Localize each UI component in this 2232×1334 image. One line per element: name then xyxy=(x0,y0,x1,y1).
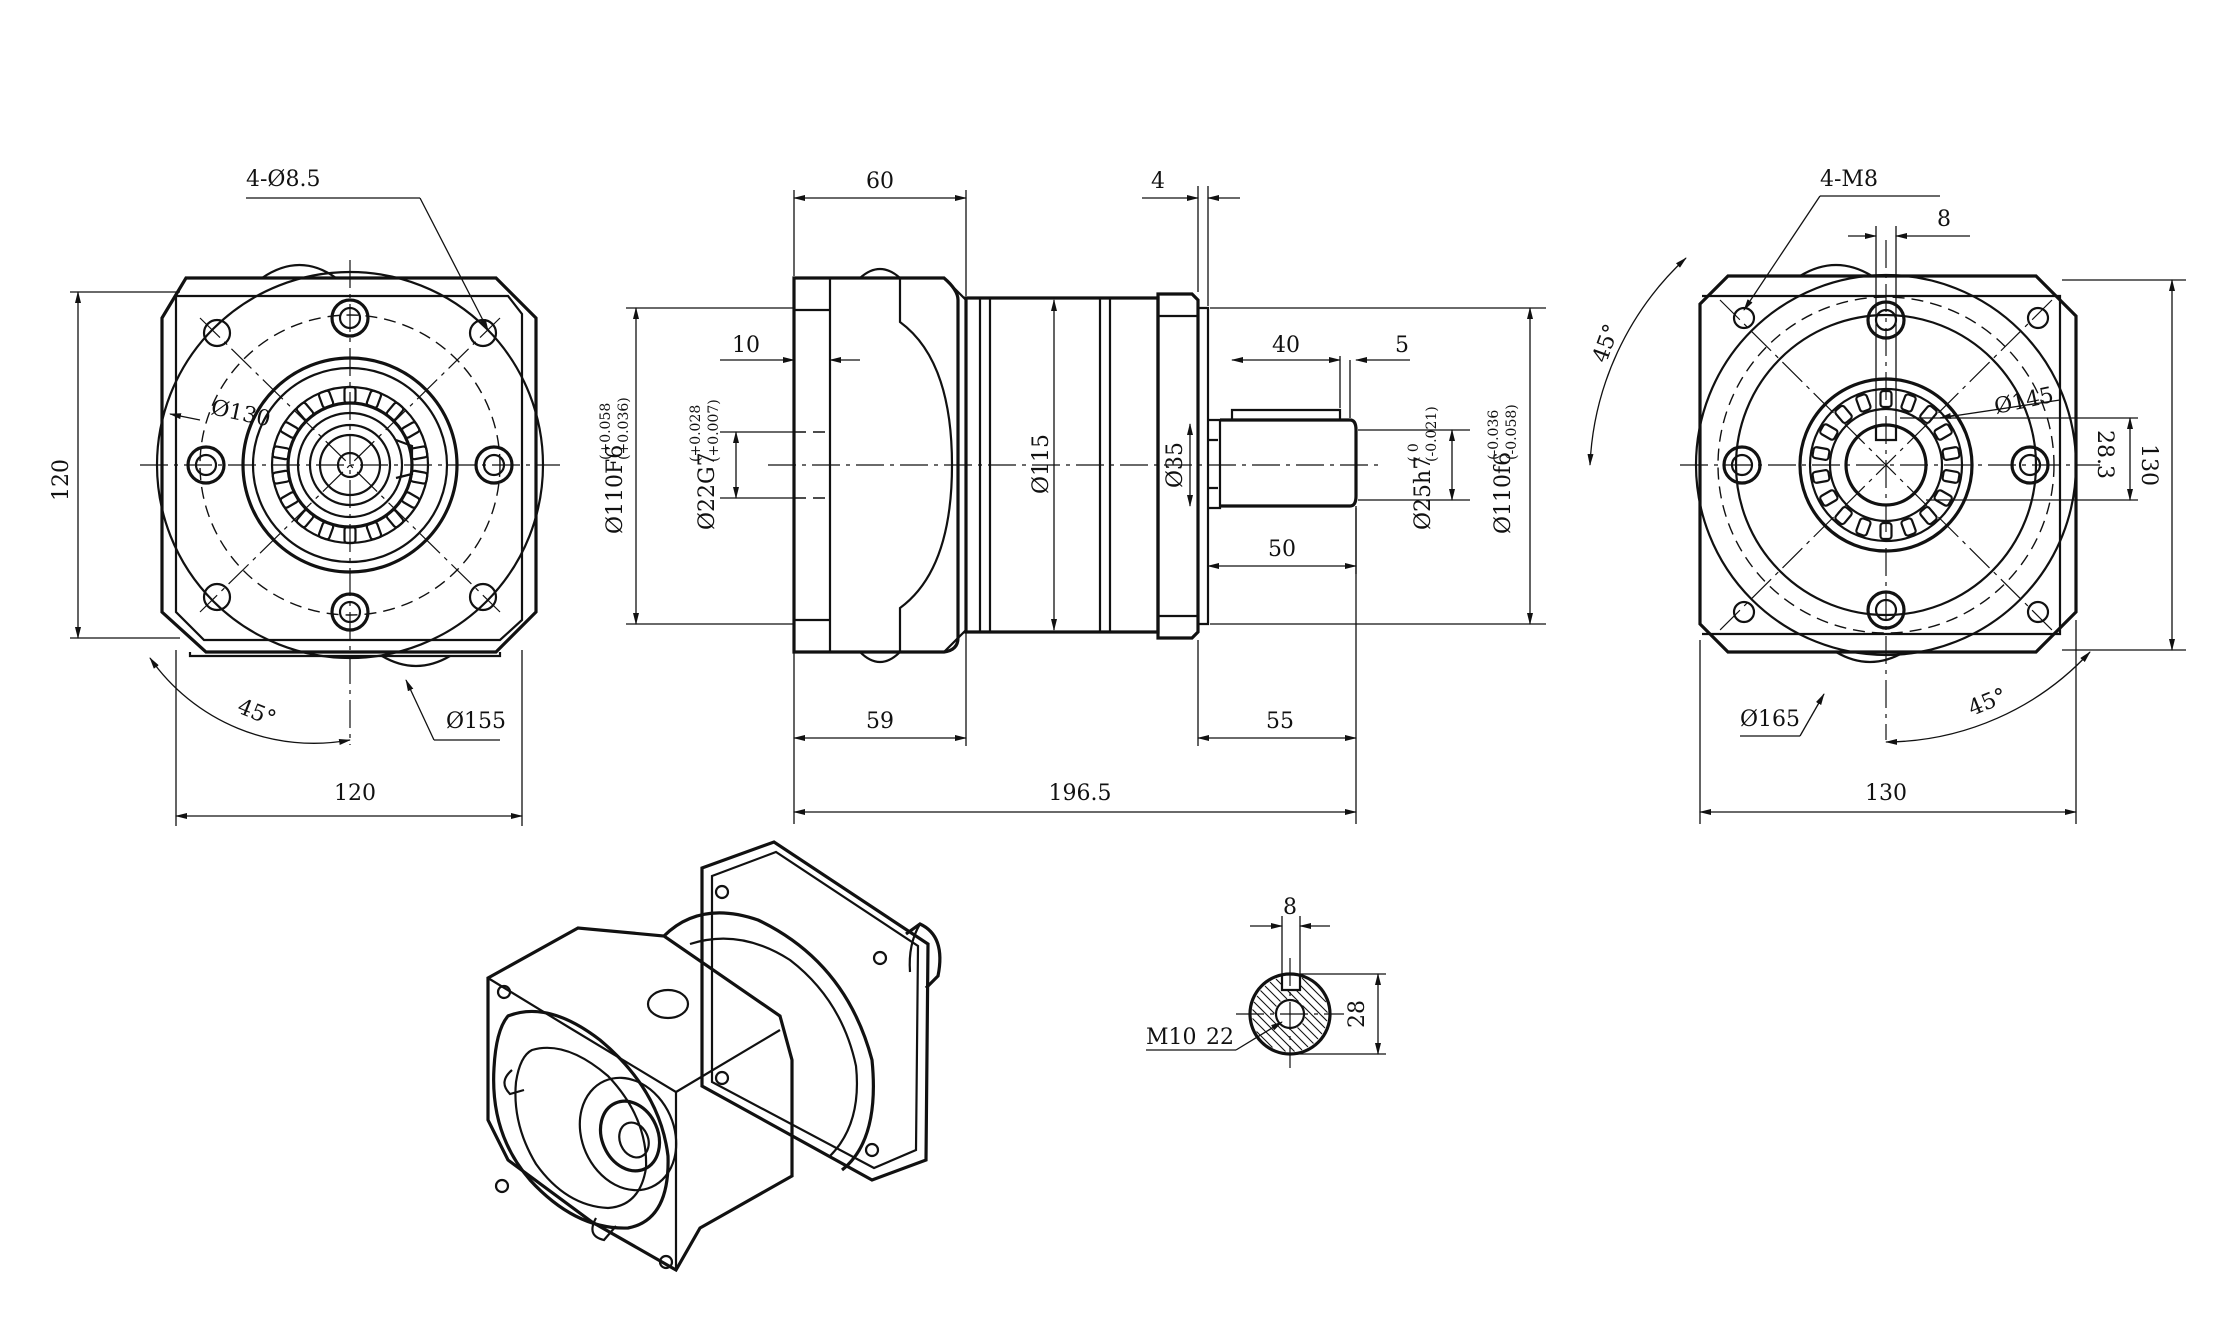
hatch-line xyxy=(1290,1029,1309,1048)
right-holes-label: 4-M8 xyxy=(1820,167,1878,192)
bearing-roller xyxy=(400,421,421,439)
bearing-roller xyxy=(1819,423,1839,441)
hatch-line xyxy=(1286,989,1299,1002)
bearing-roller xyxy=(1900,393,1917,413)
right-130v-label: 130 xyxy=(2136,444,2161,486)
bearing-roller xyxy=(385,509,405,529)
shaft-8-label: 8 xyxy=(1283,895,1297,920)
bearing-roller xyxy=(1933,489,1953,507)
shaft-tol-lower: (-0.021) xyxy=(1424,406,1440,462)
hatch-line xyxy=(1264,985,1281,1002)
bolt-head xyxy=(330,298,370,338)
bearing-roller xyxy=(365,521,383,541)
bearing-roller xyxy=(1855,517,1872,537)
bearing-roller xyxy=(1811,469,1831,484)
hatch-line xyxy=(1275,978,1283,986)
bearing-roller xyxy=(1941,469,1961,484)
left-holes-label: 4-Ø8.5 xyxy=(246,167,320,192)
left-bearing-rollers xyxy=(271,385,429,545)
right-145-label: Ø145 xyxy=(1992,383,2056,420)
right-28-3-label: 28.3 xyxy=(2092,430,2117,479)
bearing-roller xyxy=(1811,446,1831,461)
bearing-roller xyxy=(317,389,335,409)
hatch-line xyxy=(1302,1023,1319,1040)
diam-35-label: Ø35 xyxy=(1163,442,1188,488)
dim-59-label: 59 xyxy=(866,709,894,734)
hatch-line xyxy=(1304,1016,1323,1035)
hatch-line xyxy=(1301,977,1327,1003)
bearing-roller xyxy=(295,401,315,421)
shaft-label: Ø25h7 xyxy=(1411,456,1436,530)
pilot-left-label: Ø110F6 xyxy=(603,445,628,534)
pilot-left-tol-lower: (+0.036) xyxy=(616,397,632,460)
dim-10-label: 10 xyxy=(732,333,760,358)
isometric-view xyxy=(486,840,942,1273)
hatch-line xyxy=(1295,989,1328,1022)
bore-label: Ø22G7 xyxy=(695,452,720,530)
bearing-roller xyxy=(409,469,429,485)
dim-40-label: 40 xyxy=(1272,333,1300,358)
side-view: 60 4 10 40 5 Ø110F6 (+0.058 (+0.036) Ø22… xyxy=(598,169,1546,824)
right-end-view: 4-M8 8 45° Ø145 28.3 130 130 Ø165 45° xyxy=(1587,167,2186,824)
left-angle-label: 45° xyxy=(234,694,280,732)
pilot-right-tol-lower: (-0.058) xyxy=(1504,404,1520,460)
hatch-line xyxy=(1297,1027,1314,1044)
shaft-22-label: 22 xyxy=(1206,1025,1234,1050)
bearing-roller xyxy=(1941,446,1961,461)
pilot-left-tol-upper: (+0.058 xyxy=(598,403,614,460)
right-8-label: 8 xyxy=(1937,207,1951,232)
shaft-section-detail: 8 28 M10 22 xyxy=(1146,895,1386,1068)
dim-total-label: 196.5 xyxy=(1049,781,1112,806)
hatch-line xyxy=(1269,981,1288,1000)
pilot-right-tol-upper: (-0.036 xyxy=(1486,410,1502,460)
bearing-roller xyxy=(1900,517,1917,537)
diam-115-label: Ø115 xyxy=(1029,434,1054,494)
shaft-28-label: 28 xyxy=(1345,1000,1370,1028)
hatch-line xyxy=(1252,1009,1295,1052)
shaft-tol-upper: ( 0 xyxy=(1406,443,1422,462)
pilot-right-label: Ø110f6 xyxy=(1491,452,1516,534)
dim-55-label: 55 xyxy=(1266,709,1294,734)
left-diam-label: Ø155 xyxy=(446,709,506,734)
left-width-label: 120 xyxy=(334,781,376,806)
bearing-roller xyxy=(271,469,291,485)
bearing-roller xyxy=(317,521,335,541)
right-angle-top-label: 45° xyxy=(1588,321,1625,366)
dim-4-label: 4 xyxy=(1151,169,1165,194)
hatch-line xyxy=(1256,1031,1273,1048)
hatch-line xyxy=(1260,990,1277,1007)
left-height-label: 120 xyxy=(49,459,74,501)
hatch-line xyxy=(1302,1005,1326,1029)
bearing-roller xyxy=(1855,393,1872,413)
bearing-roller xyxy=(365,389,383,409)
hatch-line xyxy=(1256,995,1275,1014)
bearing-roller xyxy=(400,491,421,509)
bearing-roller xyxy=(1819,489,1839,507)
bore-tol-upper: (+0.028 xyxy=(688,405,704,462)
bore-tol-lower: (+0.007) xyxy=(706,399,722,462)
shaft-m10-label: M10 xyxy=(1146,1025,1197,1050)
dim-50-label: 50 xyxy=(1268,537,1296,562)
bearing-roller xyxy=(295,509,315,529)
bearing-roller xyxy=(279,421,300,439)
bearing-roller xyxy=(271,445,291,461)
right-130h-label: 130 xyxy=(1865,781,1907,806)
bearing-roller xyxy=(279,491,300,509)
hatch-line xyxy=(1252,1018,1286,1052)
dim-60-label: 60 xyxy=(866,169,894,194)
dim-5-label: 5 xyxy=(1395,333,1409,358)
left-end-view: 120 120 4-Ø8.5 Ø130 45° Ø155 xyxy=(49,167,560,826)
right-165-label: Ø165 xyxy=(1740,707,1800,732)
hatch-line xyxy=(1299,984,1328,1013)
bearing-roller xyxy=(1933,423,1953,441)
bearing-roller xyxy=(385,401,405,421)
